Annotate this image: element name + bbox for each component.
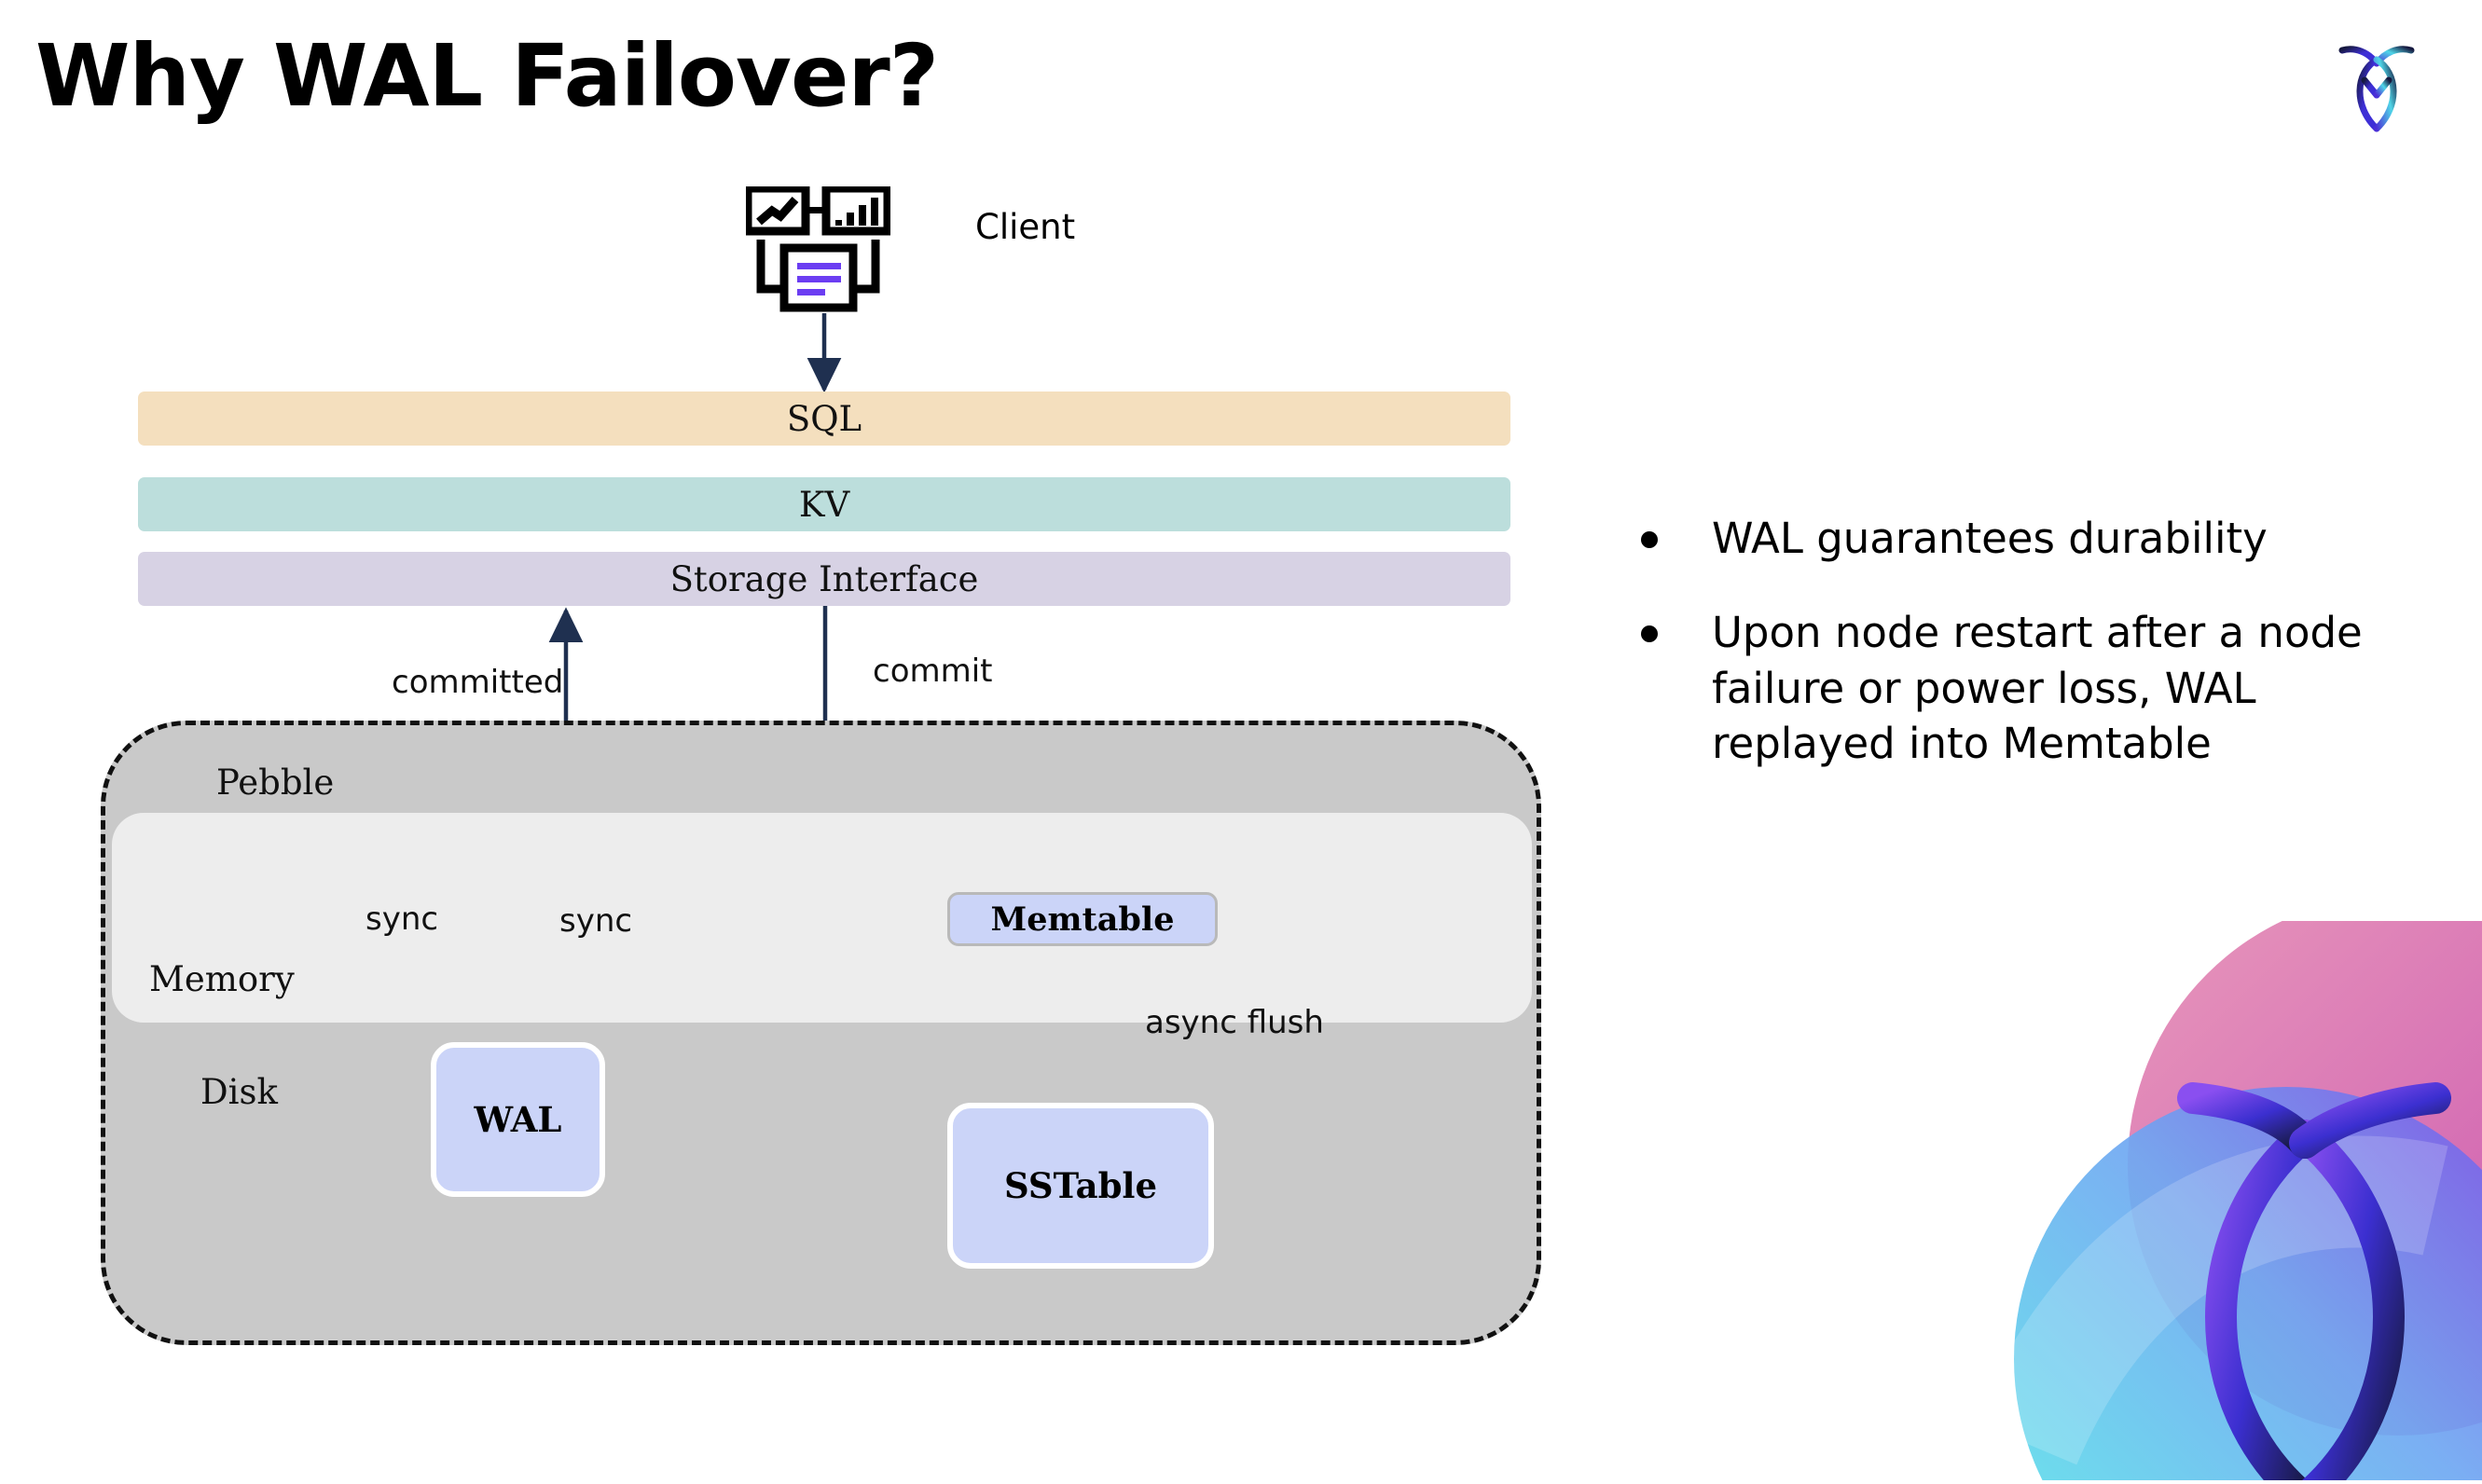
node-memtable-label: Memtable [990, 900, 1175, 939]
cockroachdb-logo [2327, 32, 2426, 136]
bullet-text: WAL guarantees durability [1712, 514, 2268, 563]
memory-zone [112, 813, 1532, 1023]
cockroachdb-logo-watermark [1913, 895, 2482, 1484]
edge-label-sync-left: sync [365, 900, 439, 938]
node-sstable[interactable]: SSTable [947, 1103, 1214, 1269]
pebble-label: Pebble [216, 763, 335, 803]
edge-label-committed: committed [392, 664, 564, 701]
layer-sql[interactable]: SQL [138, 392, 1510, 446]
architecture-diagram: Client SQL KV Storage Interface [101, 184, 1541, 1345]
client-dashboard-icon [743, 184, 892, 317]
memory-label: Memory [149, 959, 295, 999]
layer-storage-label: Storage Interface [669, 558, 979, 599]
node-wal-label: WAL [474, 1099, 562, 1140]
edge-label-async-flush: async flush [1145, 1004, 1324, 1041]
edge-label-sync-right: sync [559, 902, 633, 940]
layer-kv-label: KV [798, 484, 850, 525]
node-wal[interactable]: WAL [431, 1042, 605, 1197]
bullet-text: Upon node restart after a node failure o… [1712, 608, 2363, 769]
layer-kv[interactable]: KV [138, 477, 1510, 531]
bullet-dot-icon [1641, 531, 1658, 548]
list-item: WAL guarantees durability [1641, 511, 2415, 566]
edge-label-commit: commit [873, 653, 993, 690]
bullet-dot-icon [1641, 625, 1658, 643]
client-label: Client [975, 207, 1076, 247]
node-sstable-label: SSTable [1003, 1165, 1158, 1206]
layer-storage-interface[interactable]: Storage Interface [138, 552, 1510, 606]
disk-label: Disk [200, 1072, 278, 1112]
bullet-list: WAL guarantees durability Upon node rest… [1641, 511, 2415, 811]
layer-sql-label: SQL [786, 398, 862, 439]
page-title: Why WAL Failover? [35, 26, 939, 126]
list-item: Upon node restart after a node failure o… [1641, 605, 2415, 771]
node-memtable[interactable]: Memtable [947, 892, 1218, 946]
